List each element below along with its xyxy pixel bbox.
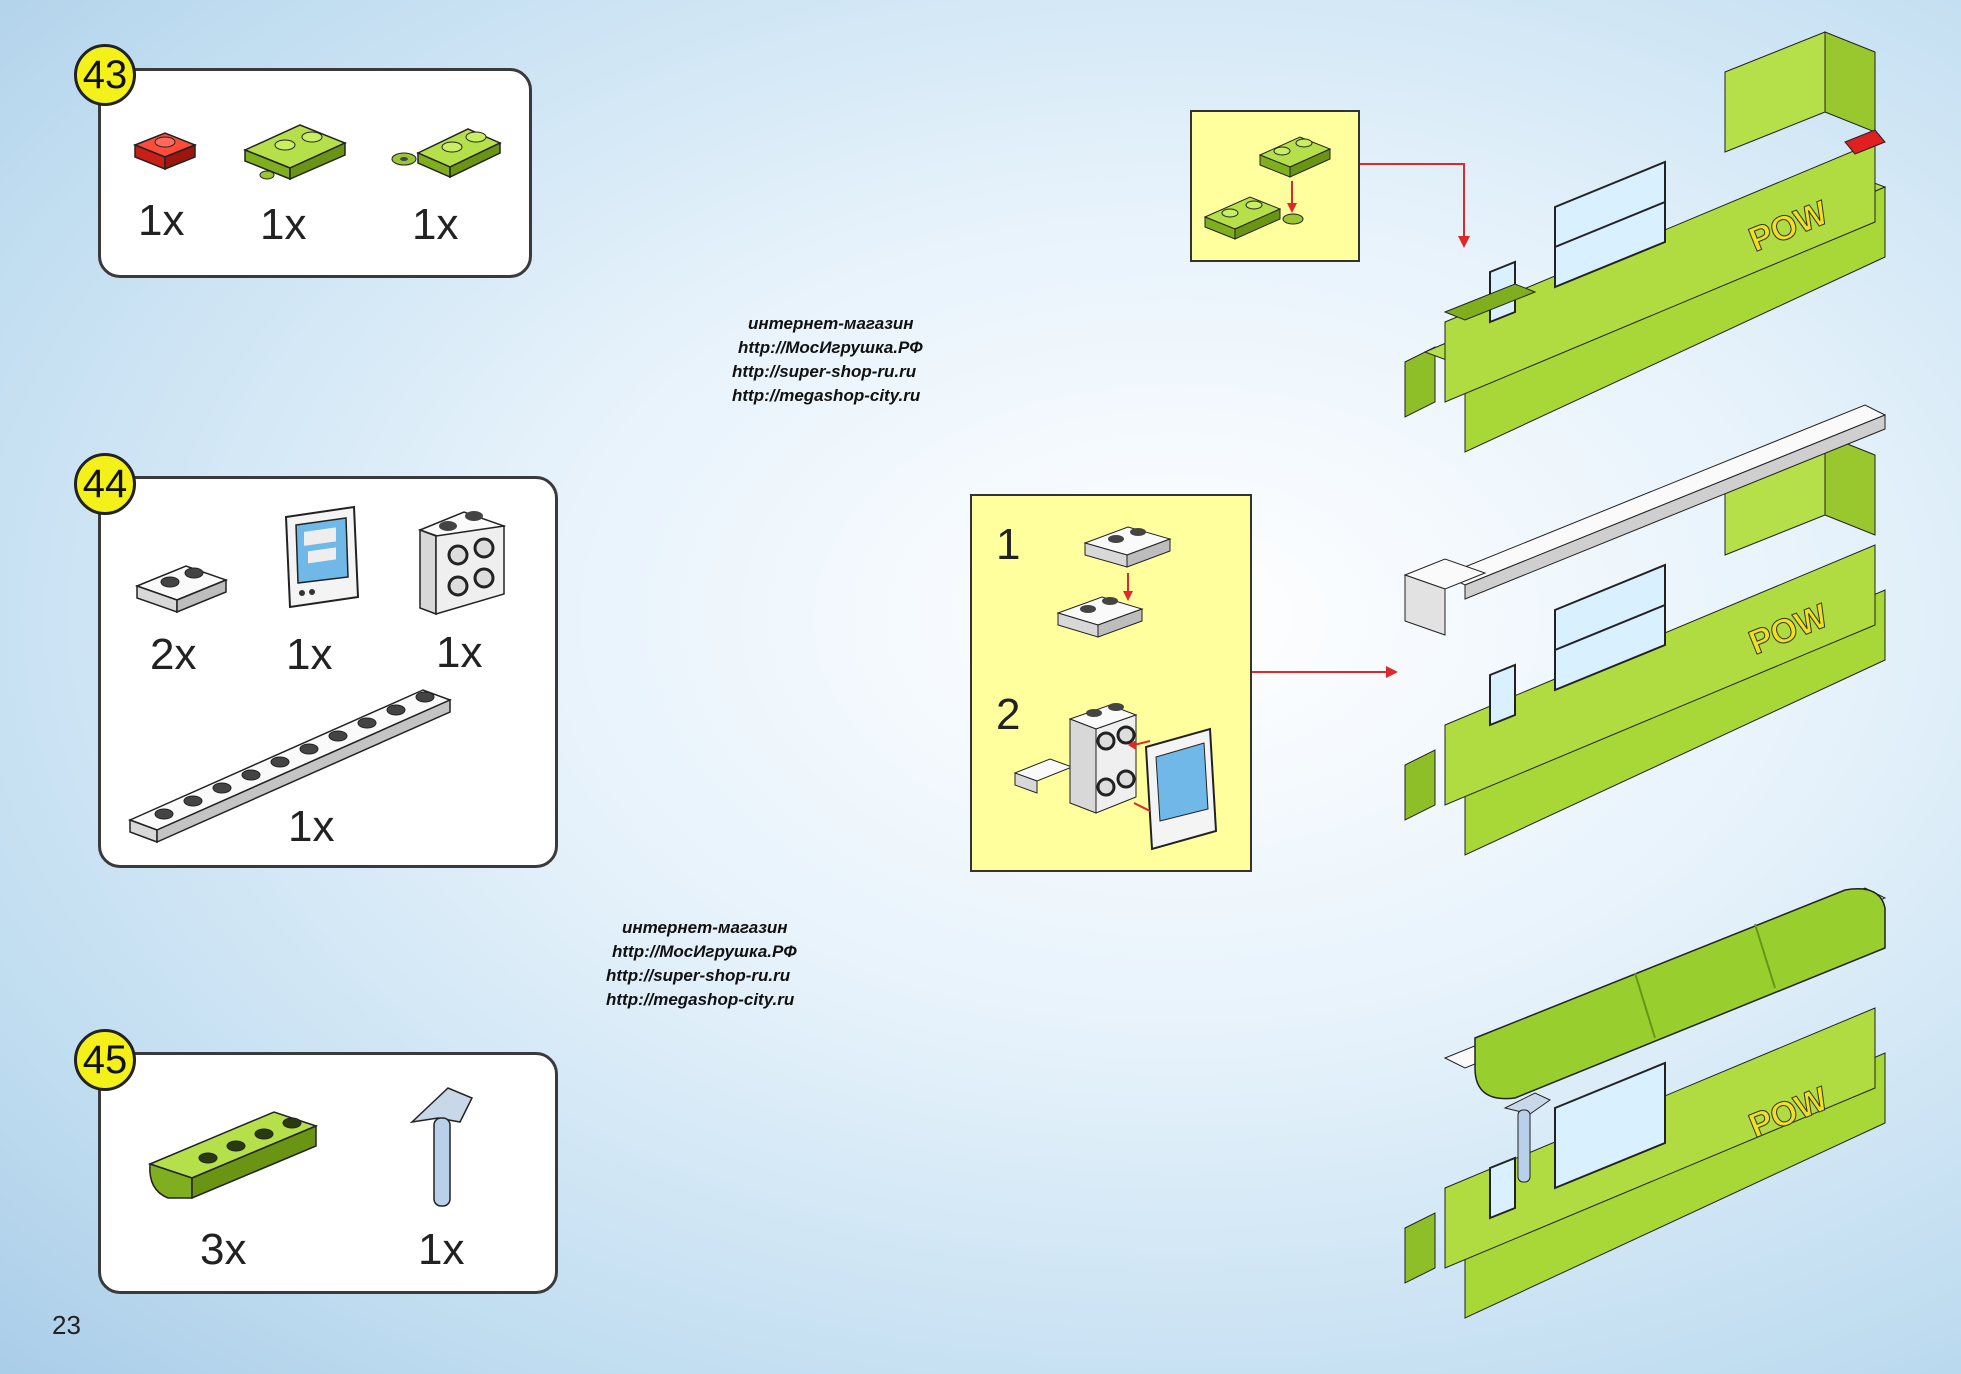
white-1x2-plate-part (134, 565, 229, 614)
arrow-to-model-2 (1252, 666, 1398, 678)
arrow-to-model-1 (1360, 163, 1470, 248)
watermark-line: http://МосИгрушка.РФ (738, 338, 923, 357)
page-number: 23 (52, 1310, 81, 1340)
model-step-44-assembly: POW (1403, 404, 1887, 856)
white-bracket-part (417, 511, 507, 616)
step-44-qty-3: 1x (436, 628, 483, 677)
red-1x1-plate-part (132, 132, 198, 171)
step-44-qty-4: 1x (288, 802, 335, 851)
step-43-qty-1: 1x (138, 196, 185, 245)
watermark-line: http://megashop-city.ru (606, 990, 795, 1009)
subassembly-43-diagram (1203, 136, 1332, 240)
step-43-qty-3: 1x (412, 200, 459, 249)
hammer-tool-part (409, 1087, 474, 1207)
step-44-qty-1: 2x (150, 630, 197, 679)
substep-1-label: 1 (996, 520, 1021, 569)
model-step-45-assembly: POW (1404, 887, 1887, 1319)
step-43-badge: 43 (74, 44, 136, 106)
subassembly-44-diagram (1013, 526, 1218, 851)
lime-plate-with-clip-part (243, 124, 347, 181)
watermark-line: интернет-магазин (622, 918, 788, 937)
step-45-badge: 45 (74, 1029, 136, 1091)
step-45-qty-1: 3x (200, 1225, 247, 1274)
step-45-qty-2: 1x (418, 1225, 465, 1274)
step-44-qty-2: 1x (286, 630, 333, 679)
computer-screen-tile-part (284, 505, 360, 609)
step-43-qty-2: 1x (260, 200, 307, 249)
substep-2-label: 2 (996, 690, 1021, 739)
watermark-line: http://megashop-city.ru (732, 386, 921, 405)
watermark-line: http://МосИгрушка.РФ (612, 942, 797, 961)
white-1x10-plate-part (128, 689, 452, 844)
watermark-line: http://super-shop-ru.ru (606, 966, 791, 985)
watermark-top: интернет-магазин http://МосИгрушка.РФ ht… (732, 312, 923, 408)
lime-curved-slope-part (147, 1111, 319, 1200)
watermark-line: http://super-shop-ru.ru (732, 362, 917, 381)
lime-plate-with-ring-part (391, 128, 502, 179)
subassembly-43-box (1190, 110, 1360, 262)
step-44-badge: 44 (74, 453, 136, 515)
model-step-43-assembly: POW (1404, 31, 1887, 453)
watermark-line: интернет-магазин (748, 314, 914, 333)
watermark-bottom: интернет-магазин http://МосИгрушка.РФ ht… (606, 916, 797, 1012)
